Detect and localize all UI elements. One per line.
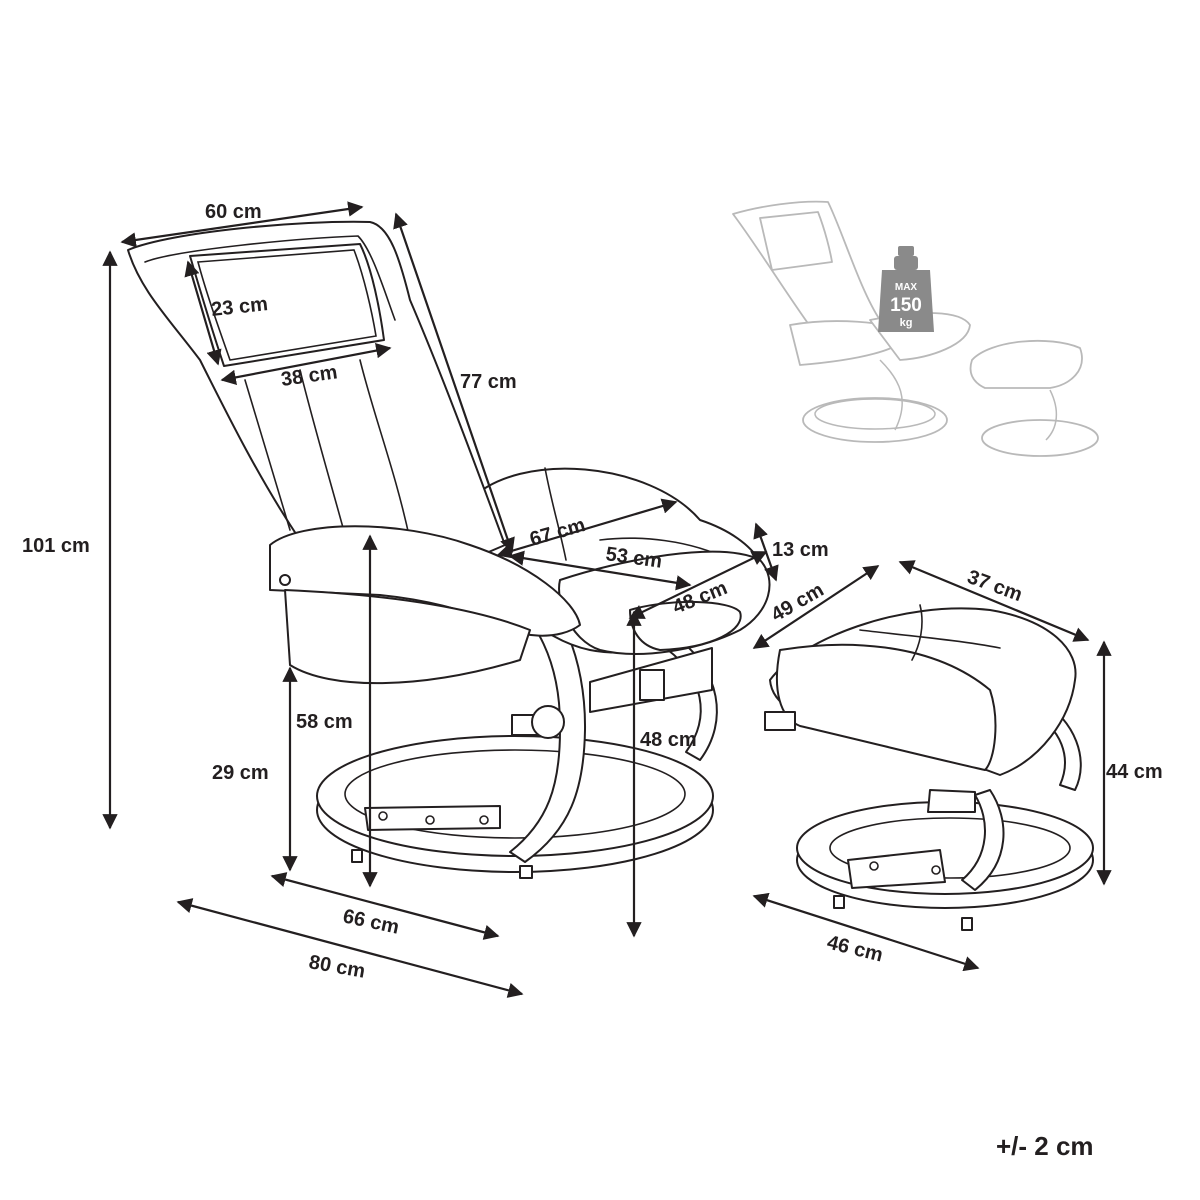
arrow-ottoman-depth [752,565,880,649]
arrow-headrest-height [184,260,222,366]
arrow-seat-depth [496,498,678,559]
label-backrest-length: 77 cm [460,371,517,393]
ottoman-drawing [764,604,1094,931]
tolerance-note: +/- 2 cm [996,1131,1094,1161]
arrow-chair-width [120,201,364,248]
label-seat-height: 48 cm [640,729,697,751]
label-total-depth: 80 cm [307,951,367,983]
label-armrest-height: 58 cm [296,711,353,733]
arrow-headrest-width [220,343,392,385]
max-load-line3: kg [900,317,913,329]
label-ottoman-width: 37 cm [964,566,1025,606]
label-seat-thickness: 13 cm [772,539,829,561]
dimension-arrows [102,201,1112,998]
max-load-line1: MAX [895,282,918,293]
label-chair-width: 60 cm [205,201,262,223]
max-load-weight-icon: MAX 150 kg [878,246,934,332]
label-ottoman-height: 44 cm [1106,761,1163,783]
max-load-line2: 150 [890,295,922,316]
label-base-depth: 66 cm [341,905,401,938]
arrow-ottoman-width [898,560,1090,642]
arrow-backrest-length [393,212,515,554]
arrow-total-depth [176,898,524,998]
arrow-seat-front-depth [628,551,768,619]
arrow-ottoman-base [752,892,980,972]
label-base-clearance: 29 cm [212,762,269,784]
label-ottoman-base: 46 cm [825,932,885,967]
label-chair-height: 101 cm [22,535,90,557]
